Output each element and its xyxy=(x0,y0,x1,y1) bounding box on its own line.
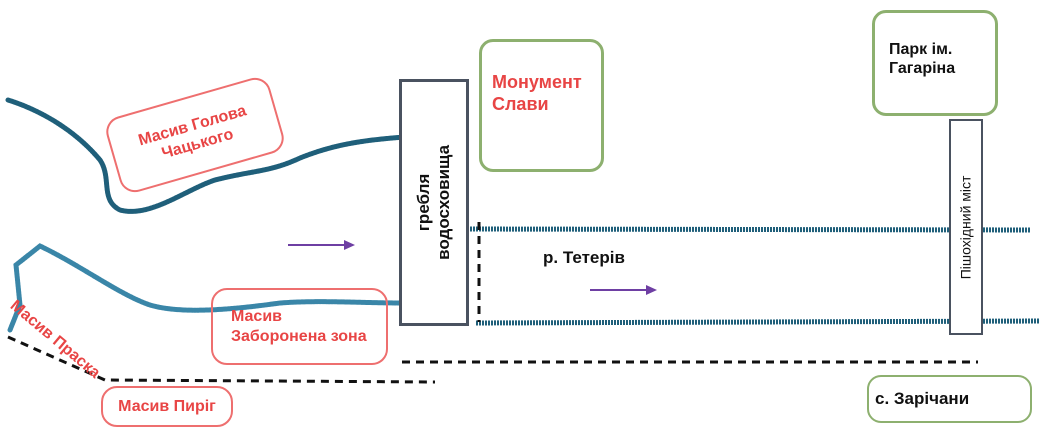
monument-slavy-box: Монумент Слави xyxy=(479,39,604,172)
monument-slavy-label: Монумент Слави xyxy=(492,72,582,114)
boundary-left xyxy=(7,335,436,384)
river-bank-upper-left xyxy=(5,97,408,214)
river-bank-upper-right xyxy=(469,226,1031,233)
river-bank-lower-right xyxy=(475,318,1041,326)
park-gagarina-label: Парк ім. Гагаріна xyxy=(889,41,956,78)
flow-arrow-left xyxy=(288,240,355,250)
park-gagarina-box: Парк ім. Гагаріна xyxy=(872,10,998,116)
masyv-zaboronena-zona-label: Масив Заборонена зона xyxy=(231,308,367,345)
masyv-zaboronena-zona-box: Масив Заборонена зона xyxy=(211,288,388,365)
dam-label: гребля водосховища xyxy=(413,145,454,260)
masyv-pirig-box: Масив Пиріг xyxy=(101,386,233,427)
masyv-pirig-label: Масив Пиріг xyxy=(118,397,216,415)
bridge-box: Пішохідний міст xyxy=(949,119,983,335)
bridge-label: Пішохідний міст xyxy=(957,175,974,279)
zarichany-box: с. Зарічани xyxy=(867,375,1032,423)
zarichany-label: с. Зарічани xyxy=(875,388,970,408)
river-label: р. Тетерів xyxy=(543,248,625,267)
flow-arrow-right xyxy=(590,285,657,295)
river-bank-lower-left xyxy=(7,243,408,333)
dam-box: гребля водосховища xyxy=(399,79,469,326)
